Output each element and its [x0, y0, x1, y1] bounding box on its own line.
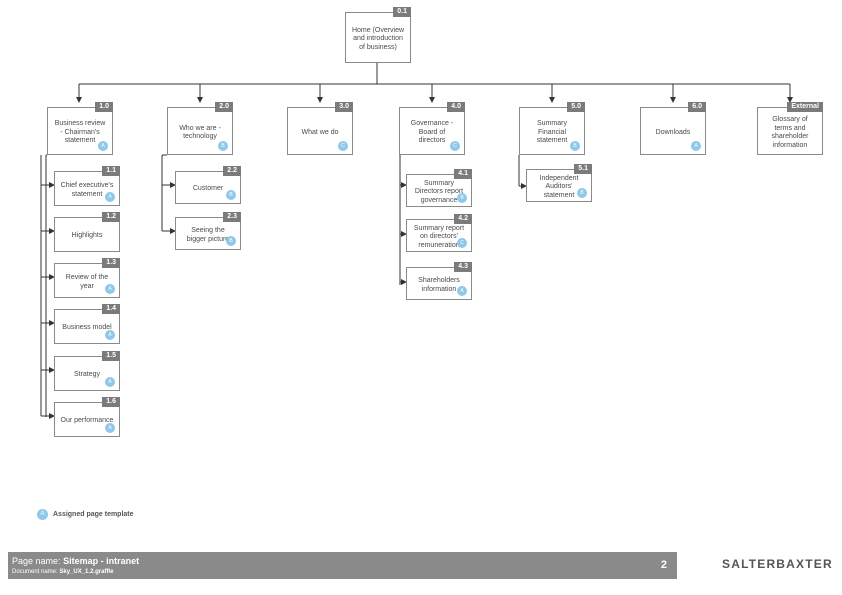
sitemap-node-our-performance: Our performance 1.6 A	[54, 397, 120, 437]
footer-bar: Page name: Sitemap - intranet Document n…	[8, 552, 677, 579]
sitemap-node-business-model: Business model 1.4 A	[54, 304, 120, 344]
node-label: Independent Auditors' statement	[539, 174, 579, 199]
node-label: Our performance	[60, 417, 114, 425]
sitemap-node-directors-report: Summary Directors report governance 4.1 …	[406, 169, 472, 207]
node-number-badge: 2.0	[215, 102, 233, 112]
node-number-badge: 5.1	[574, 164, 592, 174]
sitemap-node-highlights: Highlights 1.2	[54, 212, 120, 252]
template-icon: B	[226, 190, 236, 200]
template-icon: B	[570, 141, 580, 151]
template-icon: A	[105, 192, 115, 202]
node-label: What we do	[301, 128, 339, 136]
document-name: Document name: Sky_UX_1.2.graffle	[12, 569, 113, 575]
node-number-badge: 4.1	[454, 169, 472, 179]
node-label: Who we are - technology	[179, 124, 221, 141]
node-label: Strategy	[73, 371, 101, 379]
node-number-badge: 1.0	[95, 102, 113, 112]
legend-label: Assigned page template	[53, 511, 134, 518]
node-label: Seeing the bigger picture	[186, 227, 230, 243]
node-label: Summary report on directors' remuneratio…	[413, 224, 465, 249]
node-label: Review of the year	[65, 274, 109, 290]
page-name-prefix: Page name:	[12, 556, 61, 566]
node-label: Customer	[192, 185, 224, 193]
node-number-badge: 1.6	[102, 397, 120, 407]
node-number-badge: 1.4	[102, 304, 120, 314]
node-label: Downloads	[655, 128, 691, 136]
node-number-badge: 6.0	[688, 102, 706, 112]
brand-logo: SALTERBAXTER	[722, 557, 833, 571]
template-icon: A	[105, 284, 115, 294]
node-label: Business review - Chairman's statement	[54, 120, 106, 145]
node-label: Business model	[62, 324, 112, 332]
node-label: Home (Overview and introduction of busin…	[351, 26, 405, 51]
sitemap-node-review-of-year: Review of the year 1.3 A	[54, 258, 120, 298]
sitemap-node-auditors: Independent Auditors' statement 5.1 B	[526, 164, 592, 202]
page-name: Page name: Sitemap - intranet	[12, 556, 139, 566]
template-icon: A	[691, 141, 701, 151]
document-name-value: Sky_UX_1.2.graffle	[59, 569, 114, 575]
node-label: Glossary of terms and shareholder inform…	[771, 116, 809, 149]
sitemap-node-remuneration: Summary report on directors' remuneratio…	[406, 214, 472, 252]
sitemap-node-what-we-do: What we do 3.0 C	[287, 102, 353, 155]
sitemap-node-shareholders: Shareholders information 4.3 A	[406, 262, 472, 300]
page-name-value: Sitemap - intranet	[63, 556, 140, 566]
page-number: 2	[660, 559, 667, 571]
node-number-badge: 2.3	[223, 212, 241, 222]
template-icon: B	[218, 141, 228, 151]
template-icon: A	[457, 286, 467, 296]
sitemap-node-bigger-picture: Seeing the bigger picture 2.3 B	[175, 212, 241, 250]
node-number-badge: 3.0	[335, 102, 353, 112]
node-label: Shareholders information	[418, 277, 460, 293]
template-icon: C	[338, 141, 348, 151]
sitemap-node-customer: Customer 2.2 B	[175, 166, 241, 204]
template-icon: C	[457, 238, 467, 248]
sitemap-node-strategy: Strategy 1.5 A	[54, 351, 120, 391]
node-label: Summary Directors report governance	[414, 179, 464, 204]
sitemap-node-home: Home (Overview and introduction of busin…	[345, 7, 411, 63]
node-number-badge: 4.0	[447, 102, 465, 112]
sitemap-node-glossary: Glossary of terms and shareholder inform…	[757, 102, 823, 155]
node-number-badge: 0.1	[393, 7, 411, 17]
template-icon: A	[105, 377, 115, 387]
legend-template-icon: A	[37, 509, 48, 520]
node-number-badge: 1.1	[102, 166, 120, 176]
sitemap-node-governance: Governance - Board of directors 4.0 C	[399, 102, 465, 155]
node-number-badge: 1.3	[102, 258, 120, 268]
node-label: Highlights	[71, 232, 103, 240]
template-icon: B	[457, 193, 467, 203]
node-label: Chief executive's statement	[60, 182, 114, 198]
node-number-badge: 5.0	[567, 102, 585, 112]
sitemap-node-summary-financial: Summary Financial statement 5.0 B	[519, 102, 585, 155]
sitemap-node-business-review: Business review - Chairman's statement 1…	[47, 102, 113, 155]
node-label: Governance - Board of directors	[410, 120, 454, 145]
template-icon: B	[577, 188, 587, 198]
sitemap-node-who-we-are: Who we are - technology 2.0 B	[167, 102, 233, 155]
node-number-badge: 1.2	[102, 212, 120, 222]
node-external-badge: External	[787, 102, 823, 112]
node-number-badge: 1.5	[102, 351, 120, 361]
sitemap-node-downloads: Downloads 6.0 A	[640, 102, 706, 155]
template-icon: C	[450, 141, 460, 151]
template-icon: B	[226, 236, 236, 246]
node-label: Summary Financial statement	[536, 120, 568, 145]
node-number-badge: 4.2	[454, 214, 472, 224]
node-number-badge: 4.3	[454, 262, 472, 272]
template-icon: A	[105, 423, 115, 433]
template-icon: A	[98, 141, 108, 151]
sitemap-node-chief-executive: Chief executive's statement 1.1 A	[54, 166, 120, 206]
template-icon: A	[105, 330, 115, 340]
node-number-badge: 2.2	[223, 166, 241, 176]
document-name-prefix: Document name:	[12, 569, 58, 575]
